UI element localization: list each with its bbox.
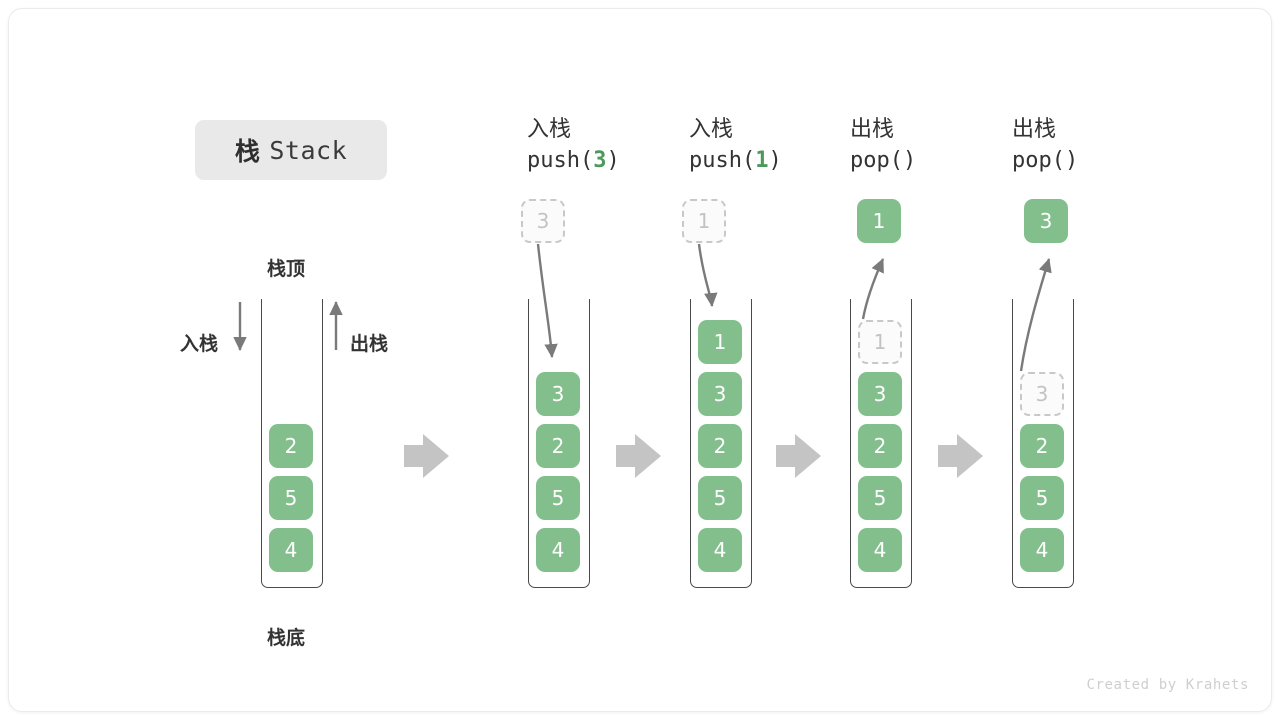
op-code-prefix: push( [689,148,756,173]
title-cn: 栈 [234,138,261,166]
step-arrow [776,434,821,478]
op-code-prefix: pop( [850,148,903,173]
stack-cell: 3 [858,372,902,416]
stack-cell-ghost: 1 [858,320,902,364]
stack-cell: 5 [1020,476,1064,520]
stack-container-push-1: 1 3 2 5 4 [690,299,752,588]
stack-cell: 4 [536,528,580,572]
step-arrow [616,434,661,478]
stack-cell: 2 [858,424,902,468]
op-cn-push-1: 入栈 [689,116,734,141]
op-code-pop-1: pop() [850,144,1030,178]
stack-cell: 4 [1020,528,1064,572]
step-arrow [938,434,983,478]
op-header-pop-1: 出栈 pop() [850,114,1030,178]
stack-cell: 5 [698,476,742,520]
stack-bottom-label: 栈底 [267,628,306,649]
op-code-suffix: ) [1064,148,1079,173]
stack-cell: 2 [1020,424,1064,468]
stack-cell: 2 [269,424,313,468]
op-cn-pop-1: 出栈 [850,116,895,141]
stack-cell: 5 [269,476,313,520]
stack-cell-ghost: 3 [1020,372,1064,416]
op-header-pop-3: 出栈 pop() [1012,114,1192,178]
stack-cell: 3 [698,372,742,416]
op-cn-push-3: 入栈 [527,116,572,141]
stack-cell: 1 [698,320,742,364]
op-code-pop-3: pop() [1012,144,1192,178]
pop-direction-label: 出栈 [350,334,389,355]
stack-container-pop-3: 3 2 5 4 [1012,299,1074,588]
op-code-arg: 3 [593,148,607,173]
float-box-pop-3: 3 [1024,199,1068,243]
credit-text: Created by Krahets [1086,677,1249,693]
float-box-push-3: 3 [521,199,565,243]
push-1-motion-arrow [697,243,718,307]
op-code-push-3: push(3) [527,144,707,178]
op-code-suffix: ) [606,148,620,173]
stack-container-push-3: 3 2 5 4 [528,299,590,588]
op-code-prefix: pop( [1012,148,1065,173]
stack-cell: 5 [858,476,902,520]
op-code-prefix: push( [527,148,594,173]
stack-cell: 3 [536,372,580,416]
op-header-push-3: 入栈 push(3) [527,114,707,178]
op-code-suffix: ) [768,148,782,173]
stack-cell: 2 [536,424,580,468]
float-box-push-1: 1 [682,199,726,243]
push-direction-label: 入栈 [180,334,219,355]
diagram-title: 栈 Stack [195,120,387,180]
step-arrow [404,434,449,478]
stack-cell: 4 [698,528,742,572]
op-code-suffix: ) [902,148,917,173]
op-cn-pop-3: 出栈 [1012,116,1057,141]
stack-cell: 5 [536,476,580,520]
stack-cell: 2 [698,424,742,468]
diagram-canvas: 栈 Stack 栈顶 栈底 入栈 出栈 入栈 push(3) 入栈 push(1… [8,8,1272,712]
stack-cell: 4 [269,528,313,572]
op-header-push-1: 入栈 push(1) [689,114,869,178]
stack-container-initial: 2 5 4 [261,299,323,588]
op-code-arg: 1 [755,148,769,173]
op-code-push-1: push(1) [689,144,869,178]
title-en: Stack [269,135,348,165]
float-box-pop-1: 1 [857,199,901,243]
stack-top-label: 栈顶 [267,259,306,280]
stack-container-pop-1: 1 3 2 5 4 [850,299,912,588]
stack-cell: 4 [858,528,902,572]
